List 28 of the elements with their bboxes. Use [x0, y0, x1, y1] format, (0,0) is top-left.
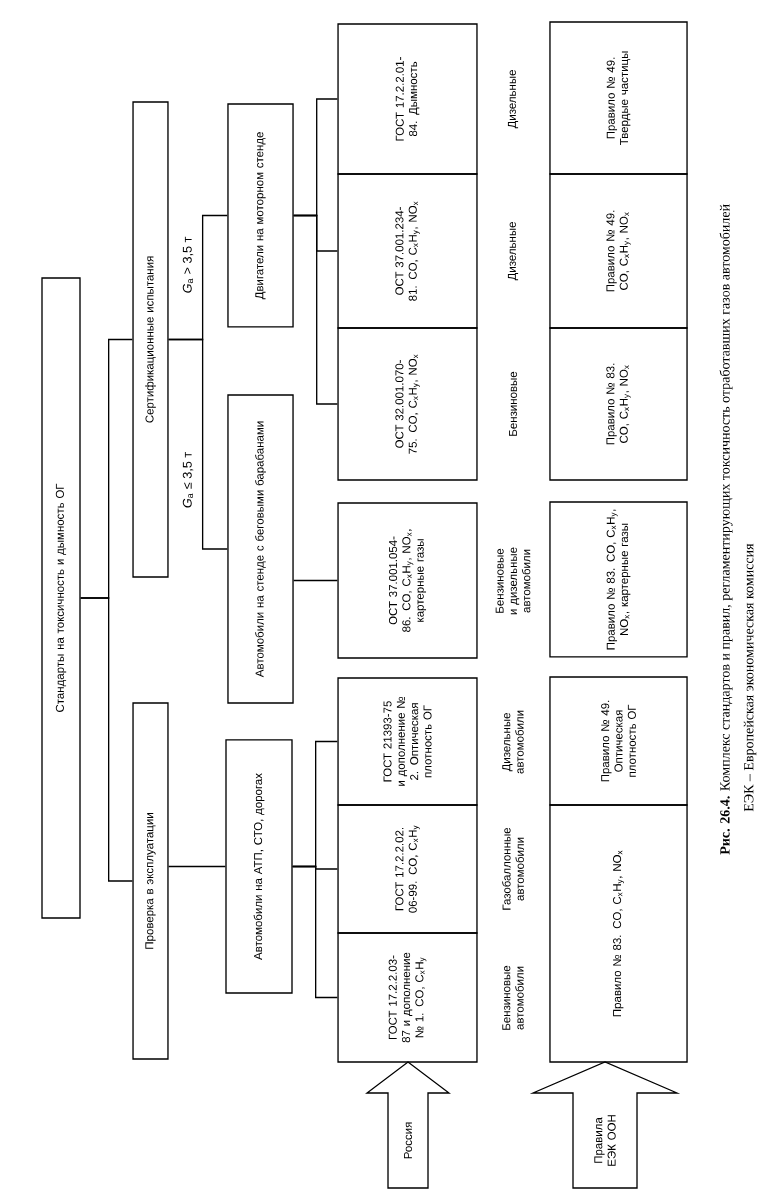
category-box: Автомобили на стенде с беговыми барабанами [227, 394, 294, 704]
column-header: Газобаллонные автомобили [502, 827, 524, 910]
standard-box: ГОСТ 17.2.2.01-84. Дымность [337, 23, 478, 175]
column-header: Бензиновые и дизельные автомобили [495, 547, 531, 615]
column-header: Бензиновые [509, 371, 517, 436]
connector-line [167, 865, 226, 868]
column-header: Дизельные автомобили [502, 710, 524, 774]
category-box: Двигатели на моторном стенде [227, 103, 294, 328]
connector-line [80, 338, 134, 599]
heading-box: Стандарты на токсичность и дымность ОГ [41, 277, 81, 919]
footnote: ЕЭК – Европейская экономическая комиссия [743, 543, 757, 812]
caption: Рис. 26.4. Комплекс стандартов и правил, регламентирующих токсичность отработавших газов автомобилей [719, 204, 733, 855]
column-header: Дизельные [507, 70, 519, 129]
column-header: Бензиновые автомобили [502, 965, 524, 1030]
standard-box: Правило № 49. Твердые частицы [549, 21, 688, 175]
connector-line [167, 214, 228, 341]
edge-label: G$_{a}$ ≤ 3,5 т [181, 450, 195, 510]
standard-box: ГОСТ 21393-75 и дополнение № 2. Оптическая плотность ОГ [337, 677, 478, 806]
category-box: Сертификационные испытания [132, 101, 169, 578]
category-box: Проверка в эксплуатации [132, 702, 169, 1060]
connector-line [293, 98, 339, 217]
standard-box: Правило № 49. Оптическая плотность ОГ [549, 676, 688, 806]
standard-box: Правило № 83. CO, C$_{x}$H$_{y}$, NO$_{x}$ [549, 804, 688, 1063]
connector-line [293, 579, 339, 582]
edge-label: G$_{a}$ > 3,5 т [181, 235, 195, 295]
category-box: Автомобили на АТП, СТО, дорогах [225, 739, 293, 994]
connector-line [292, 740, 339, 868]
column-header: Дизельные [507, 222, 519, 281]
